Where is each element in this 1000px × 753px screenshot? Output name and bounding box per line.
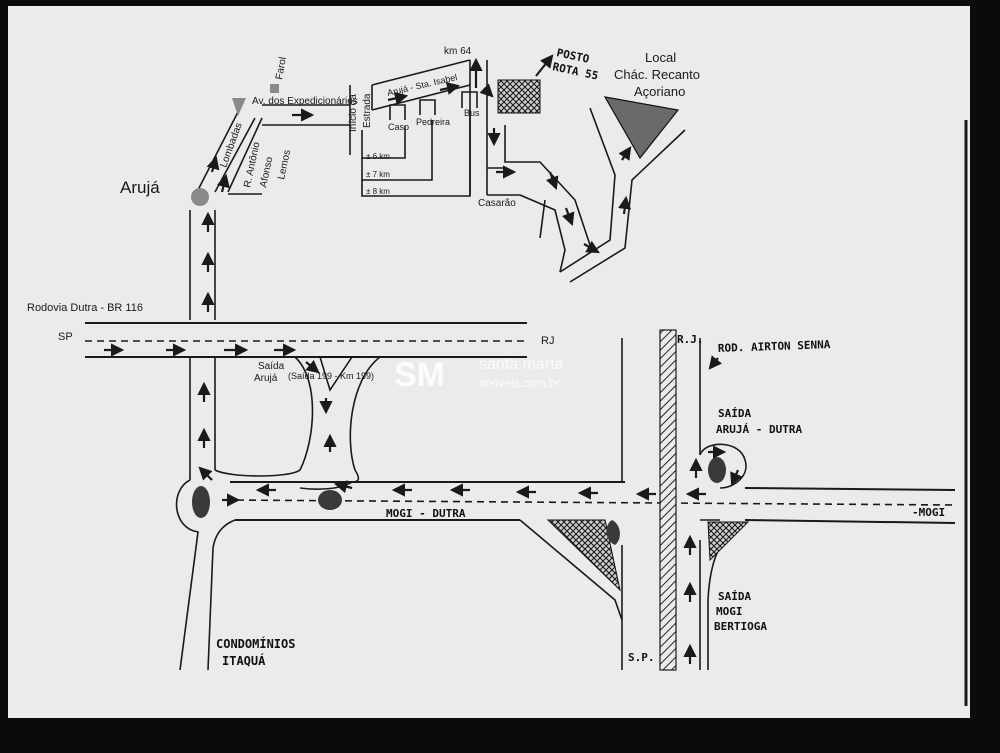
- arrow-mogi-2: [333, 480, 353, 494]
- watermark: SM santa marta imóveis.com.br: [394, 356, 564, 394]
- bracket-6km: [361, 126, 406, 159]
- lombadas-road-edge-a: [197, 107, 241, 191]
- label-saida-1: Saída: [258, 361, 285, 372]
- label-airton-senna: ROD. AIRTON SENNA: [718, 338, 831, 355]
- label-7km: ± 7 km: [366, 170, 390, 179]
- west-roundabout-island: [192, 486, 210, 518]
- label-itaqua: ITAQUÁ: [222, 653, 266, 668]
- sw-small-island: [606, 520, 620, 545]
- airton-median: [659, 329, 677, 671]
- roundabout-west-right: [207, 519, 236, 671]
- winding-road-branch: [539, 199, 546, 239]
- label-av-expedicionarios: Av. dos Expedicionários: [252, 96, 358, 107]
- label-sp-left: SP: [58, 331, 73, 343]
- arrow-sta-isabel-1: [387, 91, 409, 105]
- label-saida-mogi-3: BERTIOGA: [714, 620, 767, 633]
- watermark-name: santa marta: [479, 356, 564, 373]
- watermark-logo: SM: [394, 356, 445, 394]
- chacara-road-edge-a: [569, 129, 686, 283]
- label-rodovia: Rodovia Dutra - BR 116: [27, 302, 143, 314]
- arrow-roundabout-west: [198, 466, 213, 481]
- mogi-dutra-centerline: [224, 499, 956, 506]
- label-local: Local: [645, 50, 676, 65]
- arrow-loop-2: [730, 469, 743, 487]
- label-chac: Chác. Recanto: [614, 67, 700, 82]
- label-casarao: Casarão: [478, 198, 516, 209]
- aruja-dot: [191, 188, 209, 206]
- label-saida-mogi-2: MOGI: [716, 605, 743, 618]
- pedreira-building: [419, 99, 436, 115]
- arrow-posto: [535, 54, 554, 77]
- winding-road-east: [504, 125, 591, 246]
- label-aruja: Arujá: [120, 178, 160, 197]
- arrow-chacara-2: [618, 146, 632, 161]
- arrow-winding-2: [561, 207, 575, 227]
- east-loop-island: [708, 457, 726, 483]
- label-lemos: Lemos: [276, 149, 293, 181]
- label-mogi-dutra: MOGI - DUTRA: [386, 507, 466, 520]
- label-farol: Farol: [274, 56, 289, 80]
- label-inicio: Início da: [348, 94, 359, 132]
- watermark-site: imóveis.com.br: [479, 376, 560, 390]
- r-antonio-road-edge: [227, 117, 263, 193]
- label-sta-isabel: Arujá - Sta. Isabel: [386, 72, 458, 98]
- sta-isabel-road-edge-top: [371, 59, 471, 86]
- sw-island: [546, 519, 621, 592]
- chacara-road-edge-b: [559, 107, 616, 273]
- sw-ramp: [519, 519, 623, 621]
- label-bus: Bus: [464, 108, 480, 118]
- casp-building: [389, 104, 406, 120]
- arrow-winding-1: [545, 171, 559, 191]
- roundabout-west-left: [175, 479, 199, 671]
- arrow-chacara-1: [618, 195, 632, 215]
- farol-icon: [270, 84, 279, 93]
- label-saida-aruja-1: SAÍDA: [718, 407, 751, 420]
- arrow-winding-3: [583, 240, 600, 254]
- label-casp: Casp: [388, 122, 409, 132]
- label-km64: km 64: [444, 46, 472, 57]
- arrow-senna-label: [708, 355, 723, 370]
- winding-road-west: [519, 194, 566, 273]
- posto-rota55-block: [497, 79, 541, 114]
- middle-roundabout-island: [318, 490, 342, 510]
- label-saida-aruja-2: ARUJÁ - DUTRA: [716, 423, 802, 436]
- label-8km: ± 8 km: [366, 187, 390, 196]
- label-rj-top: R.J.: [677, 333, 704, 346]
- label-estrada: Estrada: [362, 93, 373, 128]
- label-acoriano: Açoriano: [634, 84, 685, 99]
- arrow-lombadas-2: [206, 155, 220, 173]
- label-sp-bottom: S.P.: [628, 651, 655, 664]
- label-6km: ± 6 km: [366, 152, 390, 161]
- roundabout-middle: [299, 481, 353, 490]
- arrow-posto-turn: [479, 83, 494, 98]
- exit-gore: [318, 356, 354, 392]
- label-afonso: Afonso: [258, 155, 275, 188]
- label-saida-3: (Saída 199 - Km 199): [288, 371, 374, 381]
- arrow-exit-1: [305, 359, 320, 374]
- label-posto-2: ROTA 55: [551, 60, 599, 82]
- map-paper: [8, 6, 970, 718]
- bracket-7km: [361, 120, 433, 181]
- chacara-location-marker: [603, 96, 680, 160]
- lombadas-marker: [232, 98, 246, 116]
- exit-ramp-west: [214, 356, 314, 477]
- label-saida-mogi-1: SAÍDA: [718, 590, 751, 603]
- label-rj-right: RJ: [541, 335, 554, 347]
- label-saida-2: Arujá: [254, 373, 278, 384]
- arrow-sta-isabel-2: [439, 81, 461, 95]
- se-island: [707, 521, 750, 562]
- arrow-lombadas: [216, 173, 230, 193]
- exit-ramp-east: [349, 356, 381, 483]
- mogi-north-edge-east: [744, 487, 956, 491]
- mogi-south-edge-east: [744, 519, 956, 524]
- label-pedreira: Pedreira: [416, 117, 450, 127]
- label-condominios: CONDOMÍNIOS: [216, 636, 295, 651]
- label-mogi: -MOGI: [912, 506, 945, 519]
